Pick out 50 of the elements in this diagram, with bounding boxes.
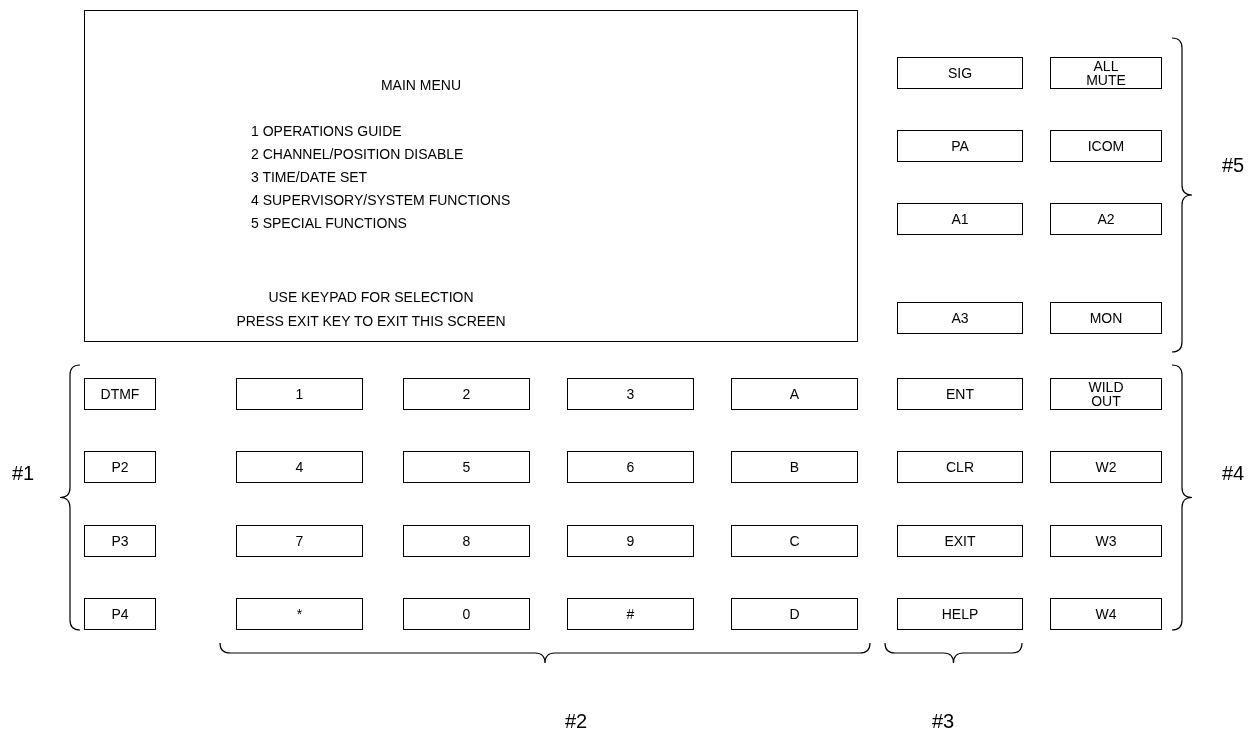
screen-text: 5 SPECIAL FUNCTIONS: [251, 214, 407, 233]
key: ENT: [897, 378, 1023, 410]
key: *: [236, 598, 363, 630]
group-label: #3: [932, 709, 955, 734]
screen-text: MAIN MENU: [379, 76, 463, 95]
group-label: #2: [565, 709, 588, 734]
key: 0: [403, 598, 530, 630]
key: WILD OUT: [1050, 378, 1162, 410]
key: MON: [1050, 302, 1162, 334]
key: P2: [84, 451, 156, 483]
key: P3: [84, 525, 156, 557]
key: 4: [236, 451, 363, 483]
screen-text: 4 SUPERVISORY/SYSTEM FUNCTIONS: [251, 191, 511, 210]
key: #: [567, 598, 694, 630]
group-label: #5: [1222, 153, 1245, 178]
key: A2: [1050, 203, 1162, 235]
key: HELP: [897, 598, 1023, 630]
key: W4: [1050, 598, 1162, 630]
key: A1: [897, 203, 1023, 235]
key: ICOM: [1050, 130, 1162, 162]
group-label: #1: [12, 461, 35, 486]
screen-text: 2 CHANNEL/POSITION DISABLE: [251, 145, 464, 164]
key: CLR: [897, 451, 1023, 483]
key: A: [731, 378, 858, 410]
key: ALL MUTE: [1050, 57, 1162, 89]
screen-text: PRESS EXIT KEY TO EXIT THIS SCREEN: [235, 312, 507, 331]
key: EXIT: [897, 525, 1023, 557]
screen-text: USE KEYPAD FOR SELECTION: [267, 288, 475, 307]
key: C: [731, 525, 858, 557]
key: SIG: [897, 57, 1023, 89]
screen-text: 1 OPERATIONS GUIDE: [251, 122, 402, 141]
key: 7: [236, 525, 363, 557]
group-label: #4: [1222, 461, 1245, 486]
key: 2: [403, 378, 530, 410]
screen-text: 3 TIME/DATE SET: [251, 168, 368, 187]
key: D: [731, 598, 858, 630]
display-screen: [84, 10, 858, 342]
key: PA: [897, 130, 1023, 162]
key: W2: [1050, 451, 1162, 483]
key: B: [731, 451, 858, 483]
key: 6: [567, 451, 694, 483]
key: DTMF: [84, 378, 156, 410]
key: W3: [1050, 525, 1162, 557]
key: 9: [567, 525, 694, 557]
key: 1: [236, 378, 363, 410]
key: A3: [897, 302, 1023, 334]
key: P4: [84, 598, 156, 630]
key: 5: [403, 451, 530, 483]
key: 8: [403, 525, 530, 557]
key: 3: [567, 378, 694, 410]
